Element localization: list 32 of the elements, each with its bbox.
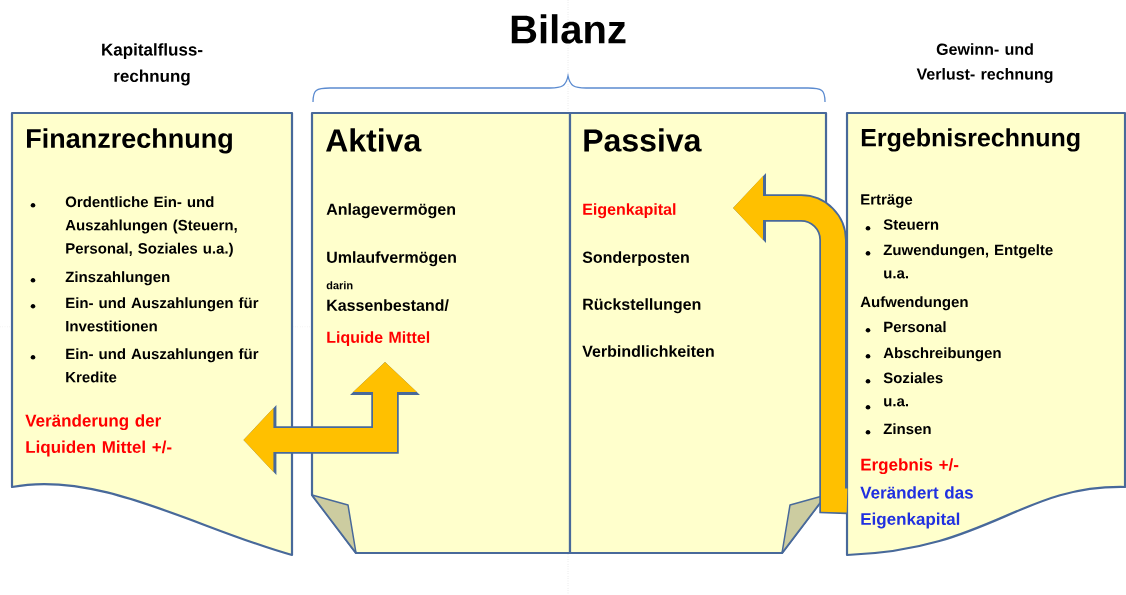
result-text: Verändert das Eigenkapital: [860, 486, 973, 529]
item-text: darin: [326, 281, 353, 290]
item-text: Liquide Mittel: [327, 331, 430, 347]
item-text: Aufwendungen: [860, 296, 968, 311]
result-text: Veränderung der Liquiden Mittel +/-: [25, 414, 172, 457]
side-heading: Gewinn- und Verlust- rechnung: [916, 43, 1053, 83]
item-text: Anlagevermögen: [326, 203, 455, 219]
list-item: Personal: [884, 321, 946, 333]
title: Bilanz: [511, 14, 626, 44]
list-item: Zinszahlungen: [65, 271, 170, 286]
list-item: Ein- und Auszahlungen für Investitionen: [66, 297, 259, 332]
item-text: Verbindlichkeiten: [582, 345, 714, 357]
result-text: Ergebnis +/-: [861, 458, 959, 475]
list-item: Abschreibungen: [883, 347, 1001, 362]
list-item: Zinsen: [883, 423, 931, 435]
heading: Finanzrechnung: [27, 128, 232, 154]
item-text: Umlaufvermögen: [327, 251, 456, 267]
item-text: Eigenkapital: [583, 203, 676, 219]
list-item: Soziales: [883, 372, 943, 384]
item-text: Kassenbestand/: [327, 299, 449, 312]
heading: Aktiva: [326, 128, 422, 152]
list-item: Ein- und Auszahlungen für Kredite: [66, 348, 259, 383]
list-item: Ordentliche Ein- und Auszahlungen (Steuern, Personal, Soziales u.a.): [65, 196, 237, 257]
list-item: u.a.: [884, 398, 908, 407]
side-heading: Kapitalfluss- rechnung: [102, 43, 203, 86]
heading: Ergebnisrechnung: [861, 128, 1080, 152]
item-text: Sonderposten: [582, 251, 689, 267]
item-text: Erträge: [861, 194, 913, 208]
list-item: Steuern: [883, 219, 939, 230]
item-text: Rückstellungen: [583, 298, 701, 314]
list-item: Zuwendungen, Entgelte u.a.: [883, 244, 1053, 279]
heading: Passiva: [584, 128, 702, 152]
